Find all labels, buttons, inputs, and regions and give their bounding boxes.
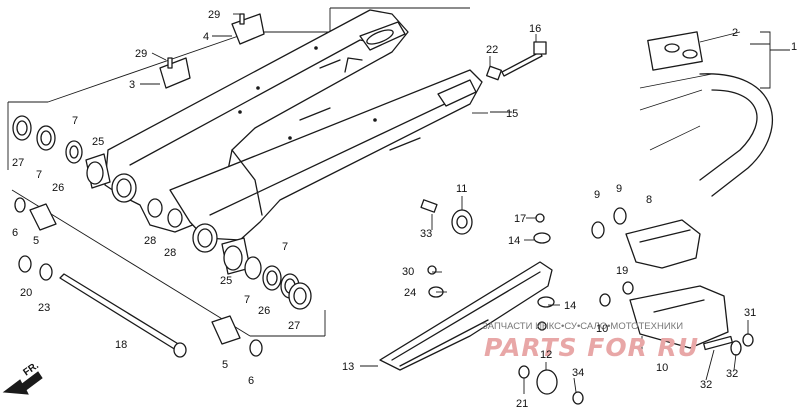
callout-22: 22 [486,44,498,56]
callout-5a: 5 [33,235,39,247]
callout-31: 31 [744,307,756,319]
callout-7c: 7 [282,241,288,253]
callout-14b: 14 [564,300,576,312]
watermark-logo: PARTS FOR RU [484,333,699,362]
callout-27a: 27 [12,157,24,169]
callout-5b: 5 [222,359,228,371]
callout-29a: 29 [208,9,220,21]
callout-10a: 10 [596,323,608,335]
callout-12: 12 [540,349,552,361]
callout-30: 30 [402,266,414,278]
callout-27b: 27 [288,320,300,332]
callout-25a: 25 [92,136,104,148]
callout-23: 23 [38,302,50,314]
watermark-caption: ЗАПЧАСТИ ИНКС•СУ•САЛО•МОТОТЕХНИКИ [482,321,683,332]
callout-6a: 6 [12,227,18,239]
callout-28b: 28 [164,247,176,259]
leader-lines [140,13,790,394]
callout-26b: 26 [258,305,270,317]
small-hardware [420,41,584,405]
front-direction-marker: FR. [2,360,43,395]
callout-32b: 32 [726,368,738,380]
right-pivot-bearing-stack [147,198,312,310]
callout-15: 15 [506,108,518,120]
callout-18: 18 [115,339,127,351]
callout-20: 20 [20,287,32,299]
callout-17: 17 [514,213,526,225]
callout-3: 3 [129,79,135,91]
callout-21: 21 [516,398,528,410]
callout-28a: 28 [144,235,156,247]
callout-32a: 32 [700,379,712,391]
callout-9b: 9 [616,183,622,195]
callout-24: 24 [404,287,416,299]
swingarm [104,9,483,253]
callout-34: 34 [572,367,584,379]
callout-7a: 7 [72,115,78,127]
callout-6b: 6 [248,375,254,387]
callout-26a: 26 [52,182,64,194]
left-pivot-bearing-stack [12,115,111,189]
callout-4: 4 [203,31,209,43]
pivot-shaft [14,197,263,358]
callout-11: 11 [456,183,467,195]
callout-16: 16 [529,23,541,35]
callout-2: 2 [732,27,738,39]
callout-14a: 14 [508,235,520,247]
guide-bracket [599,281,754,356]
callout-10b: 10 [656,362,668,374]
callout-13: 13 [342,361,354,373]
callout-7d: 7 [244,294,250,306]
callout-25b: 25 [220,275,232,287]
callout-9a: 9 [594,189,600,201]
callout-7b: 7 [36,169,42,181]
drive-chain [639,31,773,197]
callout-8: 8 [646,194,652,206]
watermark: ЗАПЧАСТИ ИНКС•СУ•САЛО•МОТОТЕХНИКИ PARTS … [482,321,699,362]
callout-1: 1 [791,41,797,53]
chain-guide-clamps [159,13,265,89]
chain-slider [379,261,553,371]
chain-guide [591,207,701,269]
callout-29b: 29 [135,48,147,60]
callout-19: 19 [616,265,628,277]
callout-33: 33 [420,228,432,240]
callout-labels: 1 2 3 4 5 5 6 6 7 7 7 7 8 9 9 10 10 11 1… [12,9,797,410]
